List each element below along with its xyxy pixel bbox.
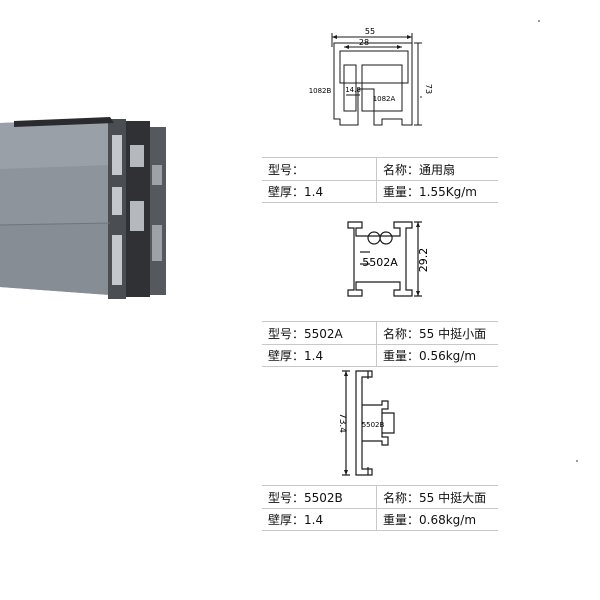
weight-value: 0.56kg/m: [419, 349, 477, 363]
thickness-value: 1.4: [304, 349, 324, 363]
thickness-label: 壁厚：: [268, 513, 305, 527]
weight-label: 重量：: [383, 513, 420, 527]
name-value: 通用扇: [419, 163, 456, 177]
dimension-inner-text: 28: [359, 38, 369, 47]
dimension-width-text: 55: [365, 27, 375, 36]
dimension-gap-text: 14.8: [345, 86, 361, 94]
scan-speck: [538, 20, 540, 22]
profile-code-text: 5502B: [362, 421, 385, 429]
weight-field: 重量：0.56kg/m: [383, 347, 476, 364]
thickness-value: 1.4: [304, 185, 324, 199]
spec-row-thickness-weight: 壁厚：1.4 重量：0.68kg/m: [262, 508, 498, 531]
weight-label: 重量：: [383, 185, 420, 199]
aluminum-profile-photo: [0, 117, 166, 299]
weight-label: 重量：: [383, 349, 420, 363]
name-label: 名称：: [383, 491, 420, 505]
model-field: 型号：5502B: [268, 489, 343, 506]
weight-field: 重量：1.55Kg/m: [383, 183, 477, 200]
name-field: 名称：55 中挺大面: [383, 489, 486, 506]
spec-row-thickness-weight: 壁厚：1.4 重量：1.55Kg/m: [262, 180, 498, 203]
spec-row-model-name: 型号： 名称：通用扇: [262, 157, 498, 181]
thickness-value: 1.4: [304, 513, 324, 527]
dimension-height-text: 29.2: [417, 248, 430, 273]
name-field: 名称：通用扇: [383, 161, 455, 178]
dimension-height-text: 73.4: [337, 413, 347, 433]
spec-row-model-name: 型号：5502B 名称：55 中挺大面: [262, 485, 498, 509]
thickness-label: 壁厚：: [268, 349, 305, 363]
profile-drawing-3: 5502B 73.4: [337, 370, 395, 476]
name-label: 名称：: [383, 163, 420, 177]
name-value: 55 中挺小面: [419, 327, 487, 341]
model-field: 型号：: [268, 161, 304, 178]
name-value: 55 中挺大面: [419, 491, 487, 505]
model-label: 型号：: [268, 491, 305, 505]
weight-value: 0.68kg/m: [419, 513, 477, 527]
model-label: 型号：: [268, 163, 305, 177]
weight-field: 重量：0.68kg/m: [383, 511, 476, 528]
model-value: 5502B: [304, 491, 343, 505]
model-field: 型号：5502A: [268, 325, 343, 342]
profile-code-text: 5502A: [362, 256, 398, 269]
spec-row-thickness-weight: 壁厚：1.4 重量：0.56kg/m: [262, 344, 498, 367]
thickness-field: 壁厚：1.4: [268, 511, 323, 528]
scan-speck: [576, 460, 578, 462]
name-field: 名称：55 中挺小面: [383, 325, 486, 342]
scan-speck: [420, 96, 422, 98]
profile-drawing-1: 55 28 14.8 1082B 1082A 73: [309, 27, 433, 126]
thickness-field: 壁厚：1.4: [268, 183, 323, 200]
spec-row-model-name: 型号：5502A 名称：55 中挺小面: [262, 321, 498, 345]
thickness-field: 壁厚：1.4: [268, 347, 323, 364]
profile-drawing-2: 5502A 29.2: [347, 221, 430, 297]
model-label: 型号：: [268, 327, 305, 341]
weight-value: 1.55Kg/m: [419, 185, 477, 199]
name-label: 名称：: [383, 327, 420, 341]
dimension-height-text: 73: [424, 84, 433, 94]
part-label-left: 1082B: [309, 87, 332, 95]
part-label-center: 1082A: [373, 95, 396, 103]
thickness-label: 壁厚：: [268, 185, 305, 199]
model-value: 5502A: [304, 327, 343, 341]
